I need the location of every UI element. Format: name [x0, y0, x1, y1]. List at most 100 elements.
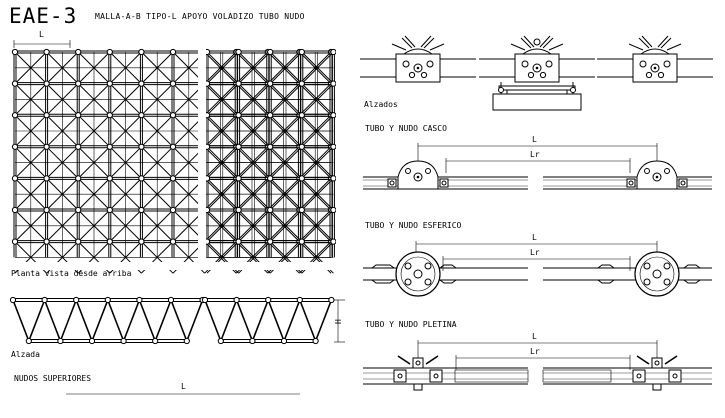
- grid-node: [106, 48, 113, 56]
- anchor-nut: [498, 87, 504, 93]
- diagonal: [46, 83, 79, 116]
- web-diagonal: [12, 299, 30, 342]
- lower-plate: [652, 383, 662, 391]
- bolt: [426, 60, 434, 68]
- diagonal: [77, 51, 111, 84]
- drawing-code: EAE-3: [9, 4, 77, 28]
- diagonal: [46, 209, 79, 242]
- web-diagonal: [299, 299, 317, 342]
- pin: [441, 180, 447, 186]
- grid-node: [267, 80, 274, 87]
- bottom-node: [183, 337, 190, 345]
- plan-dimension-label: L: [39, 30, 44, 39]
- tube-cone: [439, 264, 457, 284]
- web-diagonal: [220, 299, 238, 342]
- web-diagonal: [170, 299, 188, 342]
- grid-node: [267, 238, 274, 245]
- top-node: [328, 296, 335, 304]
- grid-node: [169, 175, 177, 182]
- bar-spike: [401, 37, 413, 49]
- grid-node: [267, 112, 274, 119]
- sphere-inner: [639, 256, 675, 292]
- grid-node: [11, 238, 19, 245]
- grid-node: [298, 80, 305, 87]
- diagonal: [269, 114, 303, 148]
- grid-node: [298, 143, 305, 150]
- top-node: [136, 296, 143, 304]
- shell-bolt: [664, 168, 670, 174]
- diagonal: [206, 114, 239, 148]
- grid-node: [330, 48, 337, 56]
- web-diagonal: [75, 299, 93, 342]
- break-gap: [198, 44, 206, 269]
- diagonal: [14, 178, 47, 211]
- bar-spike: [429, 43, 445, 51]
- node-body: [514, 53, 560, 83]
- length-label: L: [181, 382, 186, 391]
- grid-node: [75, 80, 82, 87]
- top-node: [201, 296, 209, 304]
- base-plate: [506, 89, 568, 95]
- diagonal: [141, 146, 174, 179]
- bolt: [539, 71, 547, 79]
- bolt: [420, 71, 428, 79]
- clamp-bolt: [397, 373, 403, 379]
- grid-node: [138, 143, 145, 150]
- diagonal: [77, 146, 111, 179]
- bar-spike: [638, 37, 650, 49]
- sphere-hole: [404, 262, 412, 270]
- grid-node: [235, 206, 242, 214]
- diagonal: [109, 51, 142, 84]
- bar-spike: [420, 35, 432, 48]
- tube-cone: [683, 264, 701, 284]
- web-diagonal: [122, 299, 141, 342]
- grid-node: [138, 112, 145, 119]
- plan-caption: Planta vista desde arriba: [11, 269, 132, 278]
- grid-node: [235, 80, 242, 87]
- plan-clip: [336, 44, 360, 269]
- grid-node: [330, 206, 337, 214]
- top-node: [104, 296, 111, 304]
- plate-arm: [397, 355, 411, 365]
- diagonal: [206, 178, 239, 211]
- grid-node: [330, 175, 337, 182]
- esferico-title: TUBO Y NUDO ESFERICO: [365, 221, 462, 230]
- casco-clear-length-label: Lr: [530, 150, 540, 159]
- grid-node: [267, 143, 274, 150]
- connection-esferico: TUBO Y NUDO ESFERICO L Lr: [363, 221, 712, 297]
- grid-node: [75, 112, 82, 119]
- casco-length-label: L: [532, 135, 537, 144]
- diagonal: [109, 209, 142, 242]
- web-diagonal: [154, 299, 172, 342]
- grid-node: [169, 238, 177, 245]
- bar-spike: [520, 37, 532, 49]
- bar-spike: [542, 37, 554, 49]
- diagonal: [141, 209, 174, 242]
- diagonal: [14, 51, 47, 84]
- sphere-hole: [663, 278, 671, 286]
- bar-spike: [404, 35, 416, 48]
- pletina-length-label: L: [532, 332, 537, 341]
- diagonal: [301, 83, 334, 116]
- plate-strip: [454, 369, 529, 383]
- pletina-title: TUBO Y NUDO PLETINA: [365, 320, 457, 329]
- top-node: [41, 296, 48, 304]
- web-diagonal: [43, 299, 62, 342]
- grid-node: [11, 48, 19, 56]
- grid-node: [138, 175, 145, 182]
- lower-plate: [413, 383, 423, 391]
- bolt-center: [653, 66, 657, 70]
- grid-node: [235, 48, 242, 56]
- bar-spike: [539, 35, 551, 48]
- diagonal: [14, 83, 47, 116]
- sphere-hole: [413, 269, 423, 279]
- bottom-node: [120, 337, 127, 345]
- connection-pletina: TUBO Y NUDO PLETINA L Lr: [363, 320, 712, 391]
- diagonal: [109, 146, 142, 179]
- plate-arm: [636, 355, 650, 365]
- grid-node: [106, 206, 113, 214]
- top-node: [296, 296, 303, 304]
- elevation-view: H Alzada NUDOS SUPERIORES L: [9, 296, 345, 395]
- clamp-bolt: [672, 373, 678, 379]
- tube-cone: [371, 264, 395, 284]
